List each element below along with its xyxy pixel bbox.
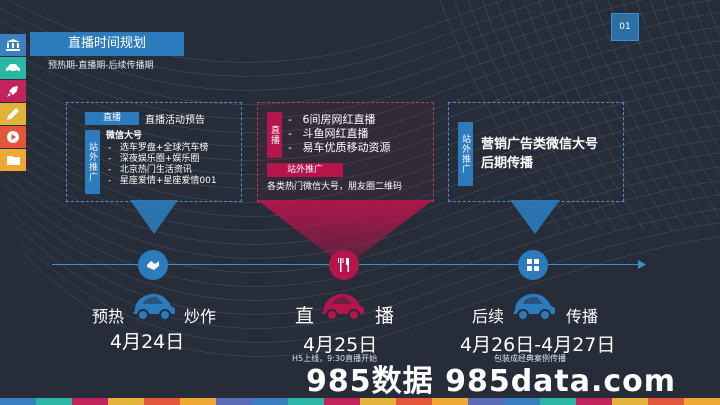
live-spotlight bbox=[257, 200, 433, 262]
title-bar bbox=[30, 32, 184, 56]
live-tag2: 站外推广 bbox=[267, 163, 343, 177]
preheat-list: - 选车罗盘+全球汽车榜 - 深夜娱乐圈+娱乐圈 - 北京热门生活资讯 - 星座… bbox=[108, 143, 217, 187]
play-icon bbox=[7, 131, 19, 143]
list-item: - 斗鱼网红直播 bbox=[288, 127, 369, 140]
sidebar-item-folder[interactable] bbox=[0, 149, 26, 171]
list-item: - 易车优质移动资源 bbox=[288, 141, 391, 154]
post-node bbox=[518, 250, 548, 280]
sidebar-item-pen[interactable] bbox=[0, 103, 26, 125]
preheat-tag-text: 直播活动预告 bbox=[145, 115, 205, 126]
list-item: - 6间房网红直播 bbox=[288, 113, 376, 126]
preheat-heading: 微信大号 bbox=[106, 131, 143, 141]
post-pointer bbox=[510, 200, 560, 234]
car-icon bbox=[6, 64, 20, 73]
preheat-node bbox=[138, 250, 168, 280]
preheat-tag: 直播 bbox=[85, 112, 139, 125]
sidebar-item-car[interactable] bbox=[0, 57, 26, 79]
list-item: - 深夜娱乐圈+娱乐圈 bbox=[108, 154, 200, 164]
phase2-left: 直 bbox=[295, 305, 315, 327]
phase3-note: 包装成经典案例传播 bbox=[494, 354, 566, 363]
watermark: 985数据 985data.com bbox=[306, 364, 677, 399]
page-title: 直播时间规划 bbox=[67, 36, 146, 51]
gift-icon bbox=[527, 259, 539, 271]
phase2-right: 播 bbox=[375, 305, 395, 327]
phase3-right: 传播 bbox=[566, 307, 599, 326]
folder-icon bbox=[6, 156, 20, 165]
phase1-right: 炒作 bbox=[184, 307, 217, 326]
phase1-date: 4月24日 bbox=[110, 331, 185, 353]
car-icon bbox=[513, 293, 555, 321]
sidebar-item-bank[interactable] bbox=[0, 34, 26, 56]
page-subtitle: 预热期-直播期-后续传播期 bbox=[48, 61, 154, 71]
pen-icon bbox=[7, 108, 19, 120]
sidebar-item-rocket[interactable] bbox=[0, 80, 26, 102]
post-text: 营销广告类微信大号 后期传播 bbox=[481, 135, 598, 173]
live-side-tag: 直播 bbox=[267, 112, 282, 158]
handshake-icon bbox=[147, 261, 159, 270]
phase3-left: 后续 bbox=[472, 307, 505, 326]
phase3-date: 4月26日-4月27日 bbox=[460, 334, 616, 356]
phase2-note: H5上线，9:30直播开始 bbox=[292, 354, 378, 363]
phase2-date: 4月25日 bbox=[303, 334, 378, 356]
page-number: 01 bbox=[611, 13, 639, 41]
cutlery-icon bbox=[338, 258, 349, 272]
live-list: - 6间房网红直播 - 斗鱼网红直播 - 易车优质移动资源 bbox=[288, 113, 390, 155]
post-side-tag: 站外推广 bbox=[458, 122, 473, 186]
bank-icon bbox=[6, 39, 20, 51]
list-item: - 北京热门生活资讯 bbox=[108, 165, 192, 175]
car-icon bbox=[133, 293, 175, 321]
live-tag2-text: 各类热门微信大号，朋友圈二维码 bbox=[267, 182, 403, 192]
list-item: - 选车罗盘+全球汽车榜 bbox=[108, 143, 209, 153]
preheat-pointer bbox=[130, 200, 178, 234]
preheat-side-tag: 站外推广 bbox=[85, 130, 100, 194]
post-line2: 后期传播 bbox=[481, 156, 534, 171]
live-node bbox=[329, 250, 359, 280]
timeline-arrow-icon bbox=[638, 260, 646, 269]
post-line1: 营销广告类微信大号 bbox=[481, 137, 599, 152]
bottom-color-bar bbox=[0, 398, 720, 405]
sidebar-item-play[interactable] bbox=[0, 126, 26, 148]
car-icon bbox=[322, 293, 364, 321]
rocket-icon bbox=[7, 86, 18, 97]
list-item: - 星座爱情+星座爱情001 bbox=[108, 176, 217, 186]
phase1-left: 预热 bbox=[92, 307, 125, 326]
